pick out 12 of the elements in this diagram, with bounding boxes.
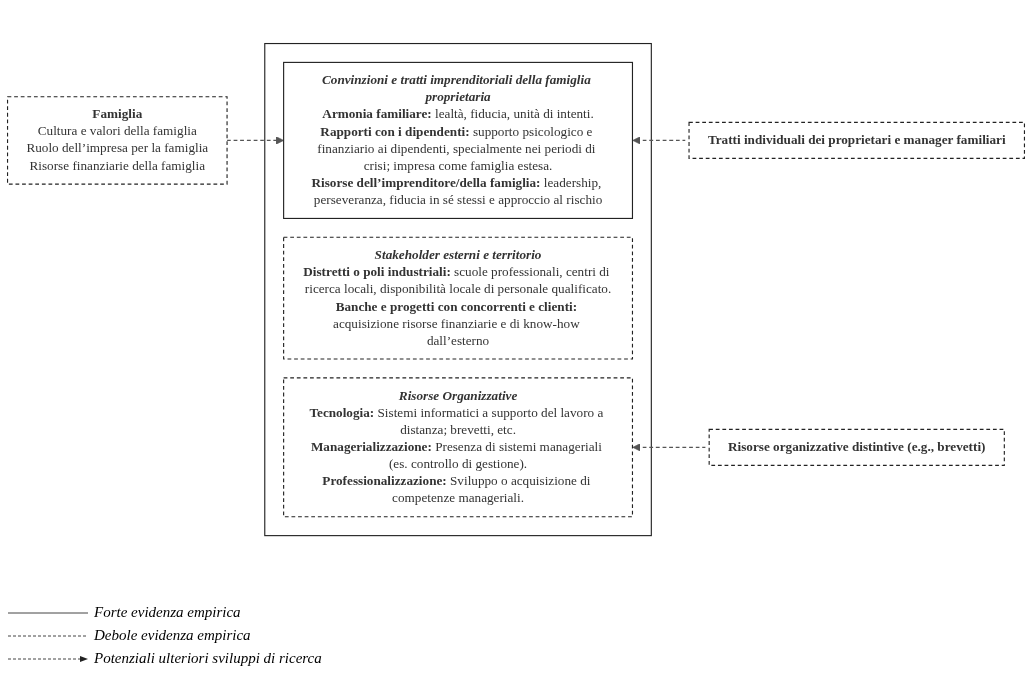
node-box: Risorse Organizzative Tecnologia: Sistemi informatici a supporto del lavoro a distanza; brevetti, etc. Managerializzazione: Presenza di sistemi manageriali (es. controllo di gestione). Professionalizzazione: Sviluppo o acquisizione di competenze manageriali. — [283, 377, 634, 518]
node-box: Tratti individuali dei proprietari e manager familiari — [688, 122, 1025, 160]
node-box: Famiglia Cultura e valori della famiglia Ruolo dell’impresa per la famiglia Risorse finanziarie della famiglia — [7, 96, 228, 186]
arrow — [632, 136, 686, 145]
legend-text: Potenziali ulteriori sviluppi di ricerca — [94, 650, 322, 667]
cluster — [264, 43, 652, 537]
node-box: Stakeholder esterni e territorio Distretti o poli industriali: scuole professionali, centri di ricerca locali, disponibilità locale di personale qualificato. Banche e progetti con concorrenti e clienti: acquisizione risorse finanziarie e di know-how dall’esterno — [283, 237, 634, 360]
arrow — [632, 443, 706, 452]
node-box: Risorse organizzative distintive (e.g., brevetti) — [708, 429, 1005, 467]
node-box: Convinzioni e tratti imprenditoriali della famiglia proprietaria Armonia familiare: lealtà, fiducia, unità di intenti. Rapporti con i dipendenti: supporto psicologico e finanziario ai dipendenti, specialmente nei periodi di crisi; impresa come famiglia estesa. Risorse dell’imprenditore/della famiglia: leadership, perseveranza, fiducia in sé stessi e approccio al rischio — [283, 62, 634, 220]
legend-text: Debole evidenza empirica — [94, 627, 251, 644]
legend-text: Forte evidenza empirica — [94, 604, 241, 621]
